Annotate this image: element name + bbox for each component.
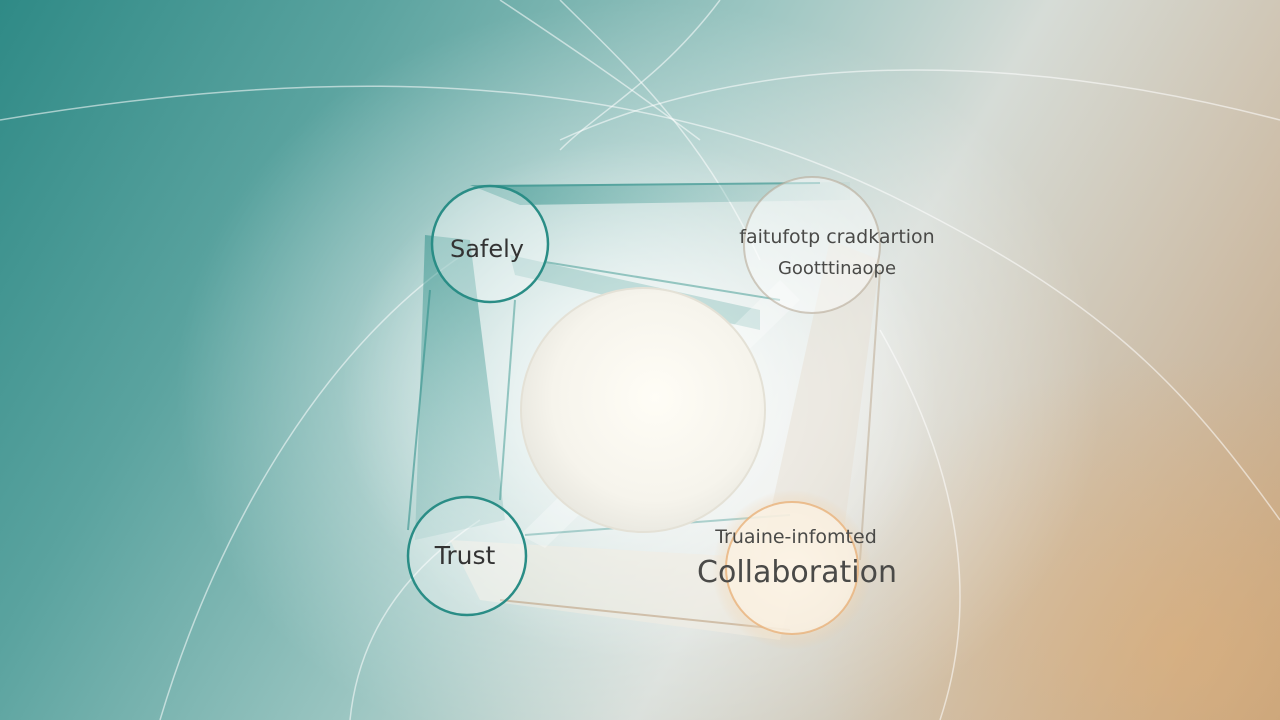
node-safety: Safely: [430, 184, 550, 304]
node-bottom-right-label-line1: Truaine-infomted: [714, 526, 877, 548]
node-bottom-right-circle: [725, 501, 859, 635]
ribbon-right: [760, 240, 880, 560]
frame-line-right: [859, 269, 881, 561]
node-trust-label: Trust: [434, 541, 496, 570]
node-trust: Trust: [406, 495, 528, 617]
node-top-right-circle: [743, 176, 881, 314]
frame-line-inner-left: [499, 299, 516, 501]
frame-line-top: [489, 182, 821, 187]
node-top-right-label-line1: faitufotp cradkartion: [739, 226, 934, 248]
ribbon-left: [415, 235, 505, 540]
node-top-right-label-line2: Gootttinaope: [778, 258, 896, 279]
node-trust-circle: [406, 495, 528, 617]
frame-line-inner-top: [544, 261, 781, 301]
node-bottom-right-label-line2: Collaboration: [697, 555, 897, 590]
bg-arc-3: [559, 0, 721, 151]
node-top-right: faitufotp cradkartion Gootttinaope: [739, 176, 935, 314]
center-circle: [520, 287, 766, 533]
node-bottom-right: Truaine-infomted Collaboration: [697, 490, 897, 650]
bg-arc-8: [499, 0, 701, 141]
node-safety-label: Safely: [450, 235, 524, 263]
ribbon-top: [470, 182, 850, 205]
node-safety-circle: [430, 184, 550, 304]
bg-arc-1: [0, 85, 1280, 521]
bg-arc-4: [559, 69, 1280, 141]
frame-line-left: [407, 289, 431, 531]
